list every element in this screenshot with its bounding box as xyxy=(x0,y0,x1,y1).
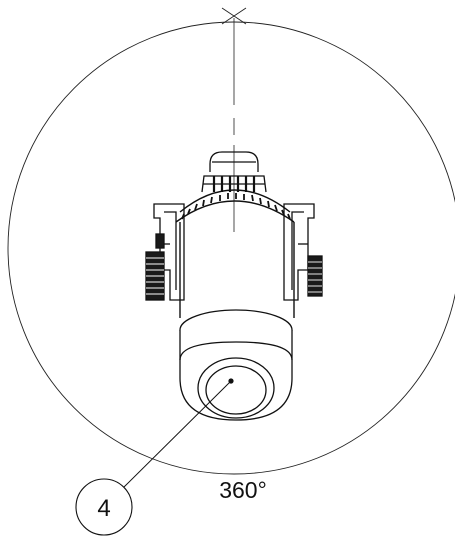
lens-inner xyxy=(205,365,267,415)
knurled-ring xyxy=(175,189,295,223)
device-outline xyxy=(145,151,323,421)
lens-outer xyxy=(197,357,275,419)
callout-number: 4 xyxy=(97,495,110,522)
callout-bubble xyxy=(75,478,133,536)
right-side-knob xyxy=(307,255,323,297)
main-cylinder xyxy=(179,222,295,318)
top-knob xyxy=(201,151,267,193)
callout-leader xyxy=(123,378,234,488)
left-side-knob xyxy=(145,233,165,301)
bottom-cap xyxy=(179,309,293,421)
rotation-angle-label: 360° xyxy=(219,477,267,503)
right-bracket xyxy=(283,203,315,301)
top-cross-marker xyxy=(221,7,247,25)
